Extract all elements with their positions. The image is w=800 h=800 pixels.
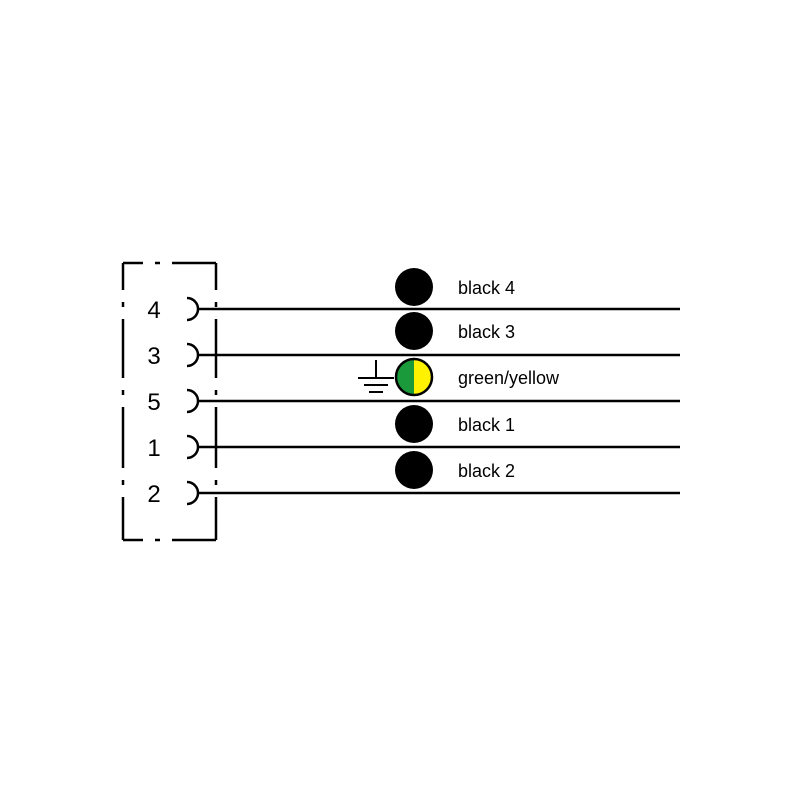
wire-color-label: black 3 (458, 322, 515, 342)
pin-row: 3 (147, 342, 680, 370)
black-wire-dot-icon (395, 451, 433, 489)
pin-label: 2 (147, 481, 160, 508)
black-wire-dot-icon (395, 405, 433, 443)
wire-marker: black 1 (395, 405, 515, 443)
pin-row: 4 (147, 296, 680, 324)
wire-marker: black 4 (395, 268, 515, 306)
wire-marker: black 3 (395, 312, 515, 350)
socket-contact-icon (186, 480, 200, 506)
socket-contact-icon (186, 388, 200, 414)
connector-housing (121, 261, 218, 542)
black-wire-dot-icon (395, 268, 433, 306)
wire-marker: black 2 (395, 451, 515, 489)
wire-color-label: black 1 (458, 415, 515, 435)
wire-color-label: green/yellow (458, 368, 560, 388)
pin-label: 5 (147, 389, 160, 416)
pin-label: 1 (147, 435, 160, 462)
pin-row: 5 (147, 388, 680, 416)
wire-color-label: black 4 (458, 278, 515, 298)
green-yellow-wire-dot-icon (394, 357, 434, 397)
wire-color-label: black 2 (458, 461, 515, 481)
socket-contact-icon (186, 342, 200, 368)
pin-label: 4 (147, 297, 160, 324)
socket-contact-icon (186, 296, 200, 322)
earth-ground-icon (358, 360, 394, 393)
pin-row: 2 (147, 480, 680, 508)
wire-marker: green/yellow (358, 357, 560, 397)
socket-contact-icon (186, 434, 200, 460)
black-wire-dot-icon (395, 312, 433, 350)
pin-label: 3 (147, 343, 160, 370)
pin-row: 1 (147, 434, 680, 462)
